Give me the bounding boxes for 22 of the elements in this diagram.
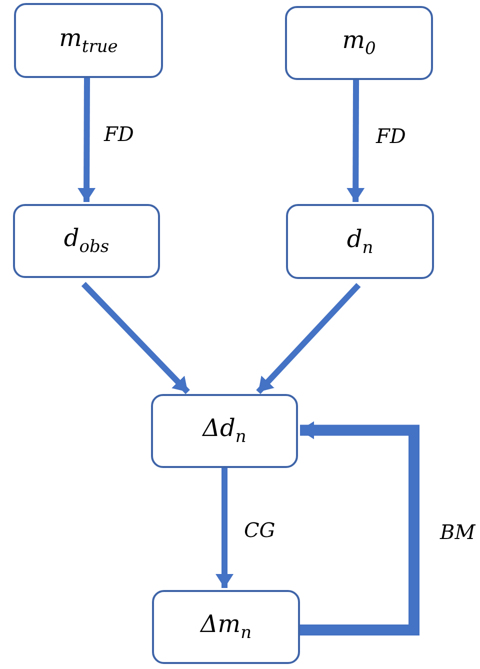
arrow <box>300 421 420 636</box>
edge-label: CG <box>244 518 276 542</box>
arrow <box>346 80 365 202</box>
arrow <box>78 78 96 202</box>
process-box <box>13 204 160 278</box>
math-label: Δd$_{n}$ <box>202 416 246 446</box>
arrow <box>216 468 234 588</box>
math-label: m$_{0}$ <box>342 28 376 58</box>
arrow <box>256 282 361 394</box>
edge-label: FD <box>376 124 406 148</box>
edge-label: BM <box>440 520 476 544</box>
process-box <box>151 394 298 468</box>
process-box <box>14 3 163 78</box>
math-label: d$_{obs}$ <box>64 226 110 256</box>
math-label: m$_{true}$ <box>59 26 118 56</box>
process-box <box>285 6 433 80</box>
process-box <box>152 590 300 664</box>
process-box <box>286 204 434 279</box>
math-label: d$_{n}$ <box>346 226 374 256</box>
arrow <box>81 282 190 394</box>
math-label: Δm$_{n}$ <box>200 612 252 642</box>
edge-label: FD <box>104 122 134 146</box>
